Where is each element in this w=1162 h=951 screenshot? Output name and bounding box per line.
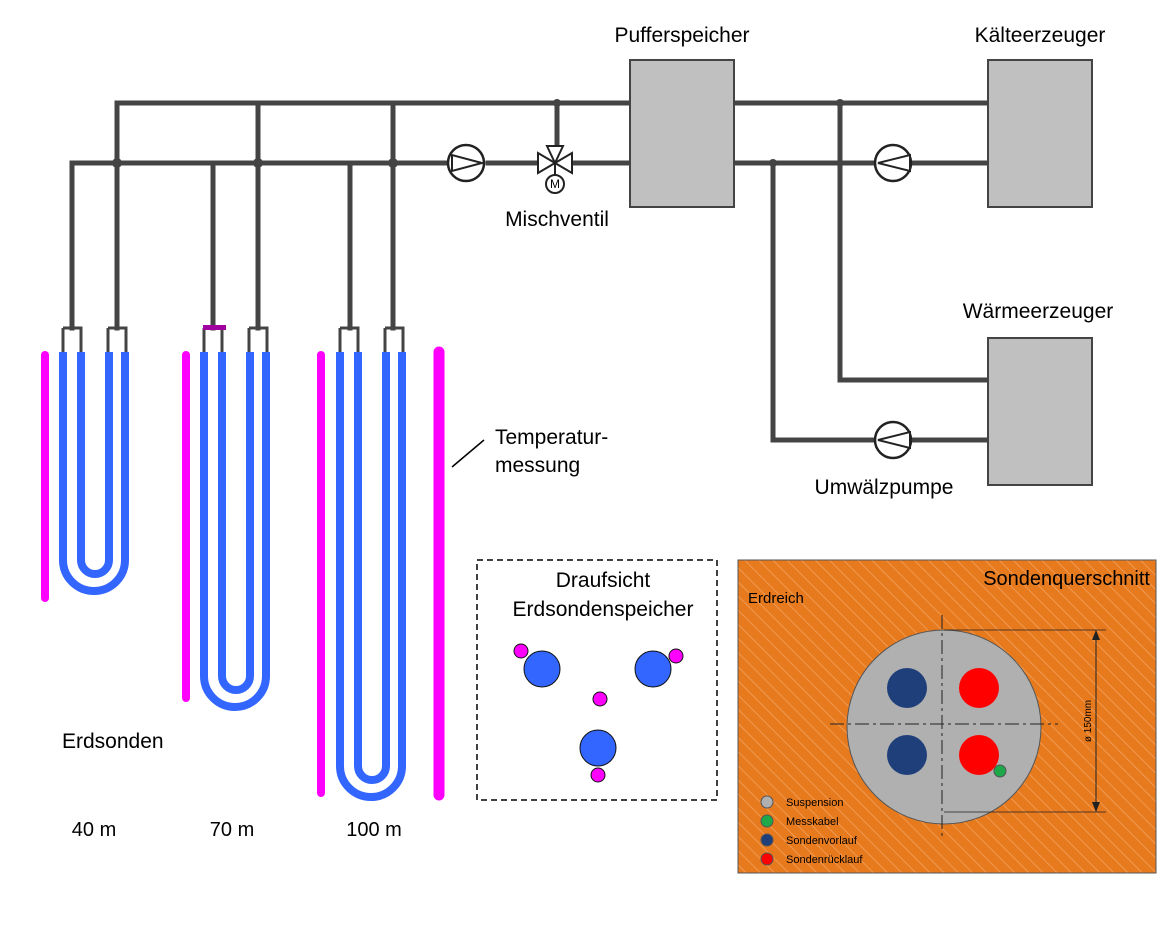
circ-pump-label: Umwälzpumpe bbox=[815, 476, 954, 499]
topview-title-line2: Erdsondenspeicher bbox=[513, 598, 694, 621]
pipe-network bbox=[69, 99, 993, 443]
legend-swatch bbox=[760, 795, 774, 809]
probes-label: Erdsonden bbox=[62, 730, 164, 753]
heater-label: Wärmeerzeuger bbox=[963, 300, 1114, 323]
pump-icon bbox=[446, 143, 486, 183]
legend-label: Suspension bbox=[786, 797, 844, 809]
temp-label-line2: messung bbox=[495, 454, 580, 477]
buffer-label: Pufferspeicher bbox=[614, 24, 749, 47]
temp-label-line1: Temperatur- bbox=[495, 426, 608, 449]
diameter-label: ø 150mm bbox=[1083, 700, 1094, 742]
leader-line bbox=[451, 439, 485, 468]
legend-label: Sondenrücklauf bbox=[786, 854, 863, 866]
buffer-tank bbox=[629, 59, 735, 208]
mixing-valve-icon: M bbox=[537, 145, 573, 194]
pump-icon bbox=[873, 143, 913, 183]
legend-swatch bbox=[760, 852, 774, 866]
legend-swatch bbox=[760, 814, 774, 828]
legend-swatch bbox=[760, 833, 774, 847]
pump-icon bbox=[873, 420, 913, 460]
cross-section-title: Sondenquerschnitt bbox=[983, 568, 1150, 590]
mixing-valve-label: Mischventil bbox=[505, 208, 609, 231]
legend-label: Messkabel bbox=[786, 816, 839, 828]
chiller-unit bbox=[987, 59, 1093, 208]
depth-100-label: 100 m bbox=[346, 819, 402, 841]
heater-unit bbox=[987, 337, 1093, 486]
probe-100m bbox=[317, 326, 445, 801]
cross-section-legend: Suspension Messkabel Sondenvorlauf Sonde… bbox=[760, 795, 863, 866]
legend-label: Sondenvorlauf bbox=[786, 835, 858, 847]
topview-markers bbox=[513, 643, 684, 783]
topview-frame bbox=[476, 559, 718, 801]
valve-motor-label: M bbox=[550, 177, 560, 191]
borehole-cross-section: ø 150mm bbox=[830, 615, 1106, 836]
topview-title-line1: Draufsicht bbox=[556, 569, 651, 592]
depth-40-label: 40 m bbox=[72, 819, 116, 841]
chiller-label: Kälteerzeuger bbox=[975, 24, 1106, 47]
probe-70m bbox=[182, 325, 270, 711]
depth-70-label: 70 m bbox=[210, 819, 254, 841]
soil-label: Erdreich bbox=[748, 590, 804, 607]
probe-40m bbox=[41, 326, 129, 602]
